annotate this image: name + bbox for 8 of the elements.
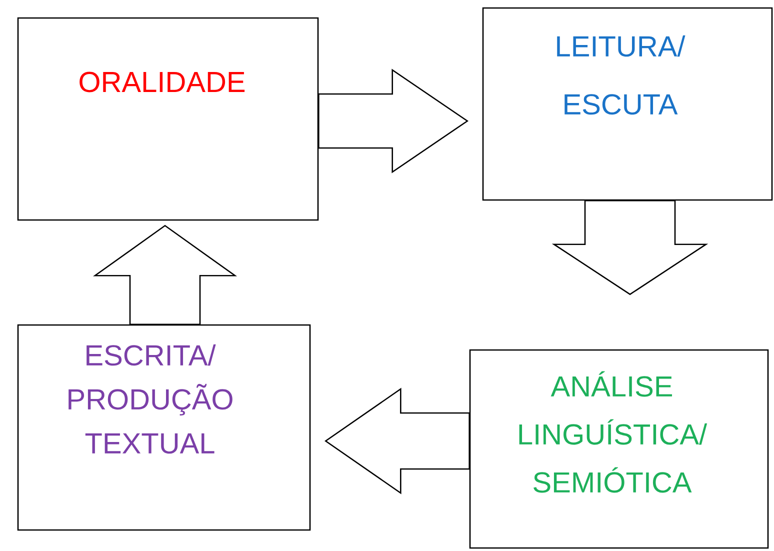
process-box: LEITURA/ ESCUTA: [482, 7, 773, 201]
block-arrow: [324, 388, 470, 494]
block-arrow: [318, 68, 469, 174]
process-box: ESCRITA/ PRODUÇÃO TEXTUAL: [17, 324, 311, 531]
block-arrow: [552, 200, 708, 296]
process-box: ORALIDADE: [17, 17, 319, 221]
process-box: ANÁLISE LINGUÍSTICA/ SEMIÓTICA: [469, 349, 769, 549]
block-arrow: [92, 224, 238, 325]
